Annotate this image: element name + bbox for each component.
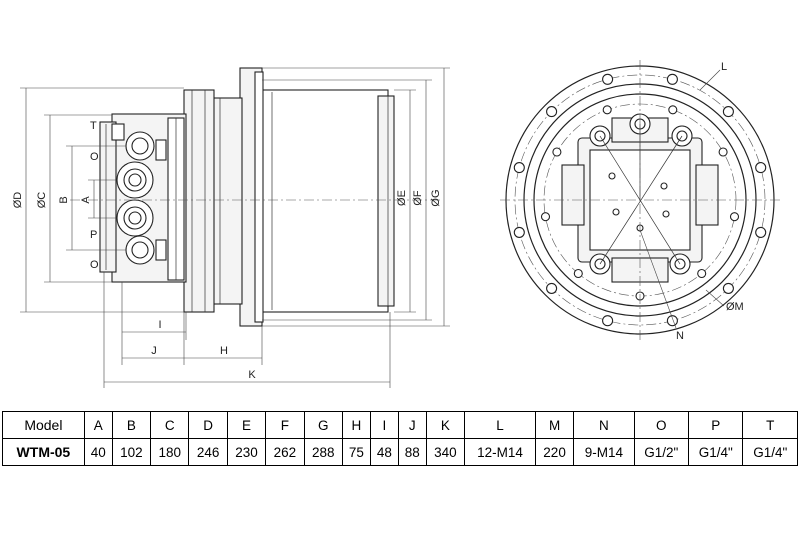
leader-m: [705, 289, 725, 307]
label-g: ØG: [430, 189, 442, 206]
inner-bolt-hole: [697, 268, 707, 279]
label-d: ØD: [12, 192, 24, 209]
port-o-bottom: [125, 235, 155, 265]
inner-bolt-hole: [668, 105, 678, 115]
motor-drum: [261, 89, 389, 313]
header-cell: N: [573, 411, 635, 439]
header-cell: D: [188, 411, 228, 439]
table-cell: 75: [341, 438, 371, 466]
dimension-lines-bottom: [103, 272, 391, 388]
inner-bolt-hole: [540, 212, 551, 222]
header-cell: P: [688, 411, 744, 439]
table-cell: G1/4": [742, 438, 798, 466]
header-cell: H: [341, 411, 371, 439]
table-cell: 288: [303, 438, 343, 466]
table-cell: 88: [397, 438, 427, 466]
inner-bolt-hole: [718, 147, 728, 157]
label-h: H: [220, 345, 228, 357]
port-t: [111, 123, 125, 141]
header-cell: M: [534, 411, 575, 439]
outer-bolt-hole: [513, 226, 525, 238]
header-cell: L: [464, 411, 536, 439]
table-cell: 40: [83, 438, 113, 466]
port-label-o-top: O: [90, 151, 99, 163]
inner-bolt-hole: [729, 212, 740, 222]
table-cell: 12-M14: [464, 438, 536, 466]
label-f: ØF: [412, 190, 424, 206]
inner-bolt-hole: [602, 105, 612, 115]
outer-bolt-hole: [602, 73, 614, 85]
inner-bolt-hole: [573, 268, 583, 279]
header-cell: B: [111, 411, 152, 439]
label-j: J: [151, 345, 157, 357]
outer-bolt-hole: [602, 315, 614, 327]
outer-bolt-hole: [666, 73, 678, 85]
specification-table: Model A B C D E F G H I J K L M N O P T …: [2, 411, 798, 466]
table-cell: 230: [226, 438, 267, 466]
outer-bolt-holes: [513, 73, 767, 327]
label-k: K: [248, 369, 256, 381]
outer-bolt-hole: [722, 106, 734, 118]
header-cell: K: [425, 411, 466, 439]
port-a: [116, 161, 154, 199]
inner-bolt-holes: [540, 105, 740, 301]
table-cell: 102: [111, 438, 152, 466]
header-cell: O: [633, 411, 690, 439]
construction-lines: [500, 60, 780, 340]
table-cell: G1/4": [688, 438, 744, 466]
side-view: ØD ØC B A ØE ØF ØG I J H K T O P O: [12, 67, 450, 388]
technical-drawing: ØD ØC B A ØE ØF ØG I J H K T O P O: [12, 60, 780, 388]
table-cell: 246: [188, 438, 228, 466]
outer-bolt-hole: [546, 106, 558, 118]
header-cell: E: [226, 411, 267, 439]
label-i: I: [158, 319, 161, 331]
header-cell: T: [742, 411, 798, 439]
dimension-lines-right: [262, 67, 450, 327]
outer-bolt-hole: [722, 282, 734, 294]
table-cell: 9-M14: [573, 438, 635, 466]
outer-bolt-hole: [755, 162, 767, 174]
drum-rim: [377, 95, 395, 307]
leader-n: [639, 229, 677, 329]
port-label-o-bottom: O: [90, 259, 99, 271]
valve-cover: [99, 121, 117, 273]
label-a: A: [80, 196, 92, 204]
outer-bolt-hole: [546, 282, 558, 294]
label-l: L: [721, 61, 727, 73]
table-cell: 48: [369, 438, 399, 466]
header-cell: Model: [2, 411, 85, 439]
hub-flange: [211, 97, 243, 305]
table-row: WTM-05 40 102 180 246 230 262 288 75 48 …: [2, 438, 798, 466]
table-cell: 340: [425, 438, 466, 466]
label-e: ØE: [396, 190, 408, 206]
header-cell: F: [265, 411, 305, 439]
label-b: B: [58, 196, 70, 203]
front-view: L ØM N: [500, 60, 780, 342]
port-label-p: P: [90, 229, 97, 241]
outer-bolt-hole: [755, 226, 767, 238]
leader-l: [699, 69, 721, 91]
header-cell: G: [303, 411, 343, 439]
outer-bolt-hole: [666, 315, 678, 327]
port-label-t: T: [90, 120, 97, 132]
label-m: ØM: [726, 301, 744, 313]
table-cell: 220: [534, 438, 575, 466]
outer-bolt-hole: [513, 162, 525, 174]
port-b: [116, 199, 154, 237]
inner-bolt-hole: [552, 147, 562, 157]
table-cell: G1/2": [633, 438, 690, 466]
header-cell: A: [83, 411, 113, 439]
table-cell: WTM-05: [2, 438, 85, 466]
header-cell: J: [397, 411, 427, 439]
housing: [183, 89, 215, 313]
dimension-lines-left: [20, 87, 184, 313]
label-c: ØC: [36, 192, 48, 209]
header-cell: C: [150, 411, 190, 439]
table-cell: 180: [150, 438, 190, 466]
header-cell: I: [369, 411, 399, 439]
port-o-top: [125, 131, 155, 161]
label-n: N: [676, 330, 684, 342]
table-cell: 262: [265, 438, 305, 466]
table-header-row: Model A B C D E F G H I J K L M N O P T: [2, 411, 798, 439]
